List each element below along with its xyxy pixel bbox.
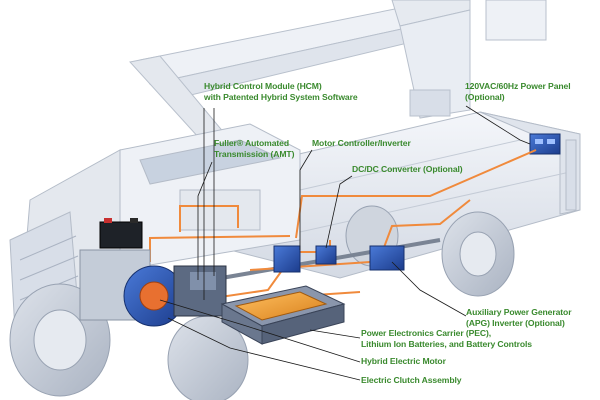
label-dcdc-line-1: DC/DC Converter (Optional) [352, 164, 463, 174]
label-motor-controller: Motor Controller/Inverter [312, 138, 411, 149]
label-motor: Hybrid Electric Motor [361, 356, 446, 367]
label-apg-line-2: (APG) Inverter (Optional) [466, 317, 565, 328]
label-apg-line-1: Auxiliary Power Generator [466, 307, 572, 317]
label-hcm-line-2: with Patented Hybrid System Software [204, 91, 358, 102]
label-hcm: Hybrid Control Module (HCM) with Patente… [204, 81, 358, 102]
label-power-panel-line-2: (Optional) [465, 91, 505, 102]
label-hcm-line-1: Hybrid Control Module (HCM) [204, 81, 322, 91]
label-pec: Power Electronics Carrier (PEC), Lithium… [361, 328, 532, 349]
label-amt: Fuller® Automated Transmission (AMT) [214, 138, 294, 159]
label-amt-line-2: Transmission (AMT) [214, 148, 295, 159]
power-panel [529, 133, 561, 155]
label-power-panel-line-1: 120VAC/60Hz Power Panel [465, 81, 571, 91]
label-clutch-line-1: Electric Clutch Assembly [361, 375, 462, 385]
label-amt-line-1: Fuller® Automated [214, 138, 289, 148]
label-apg: Auxiliary Power Generator (APG) Inverter… [466, 307, 572, 328]
label-dcdc: DC/DC Converter (Optional) [352, 164, 463, 175]
label-pec-line-2: Lithium Ion Batteries, and Battery Contr… [361, 338, 532, 349]
label-power-panel: 120VAC/60Hz Power Panel (Optional) [465, 81, 571, 102]
label-motor-controller-line-1: Motor Controller/Inverter [312, 138, 411, 148]
label-motor-line-1: Hybrid Electric Motor [361, 356, 446, 366]
label-clutch: Electric Clutch Assembly [361, 375, 462, 386]
dcdc-converter [315, 245, 337, 265]
label-pec-line-1: Power Electronics Carrier (PEC), [361, 328, 492, 338]
apg-inverter [369, 245, 405, 271]
leader-lines [159, 105, 531, 381]
powertrain [79, 249, 227, 327]
aerial-boom [129, 0, 547, 151]
pec-battery-pack [220, 285, 346, 345]
motor-controller [273, 245, 301, 273]
cab-battery [99, 218, 143, 249]
